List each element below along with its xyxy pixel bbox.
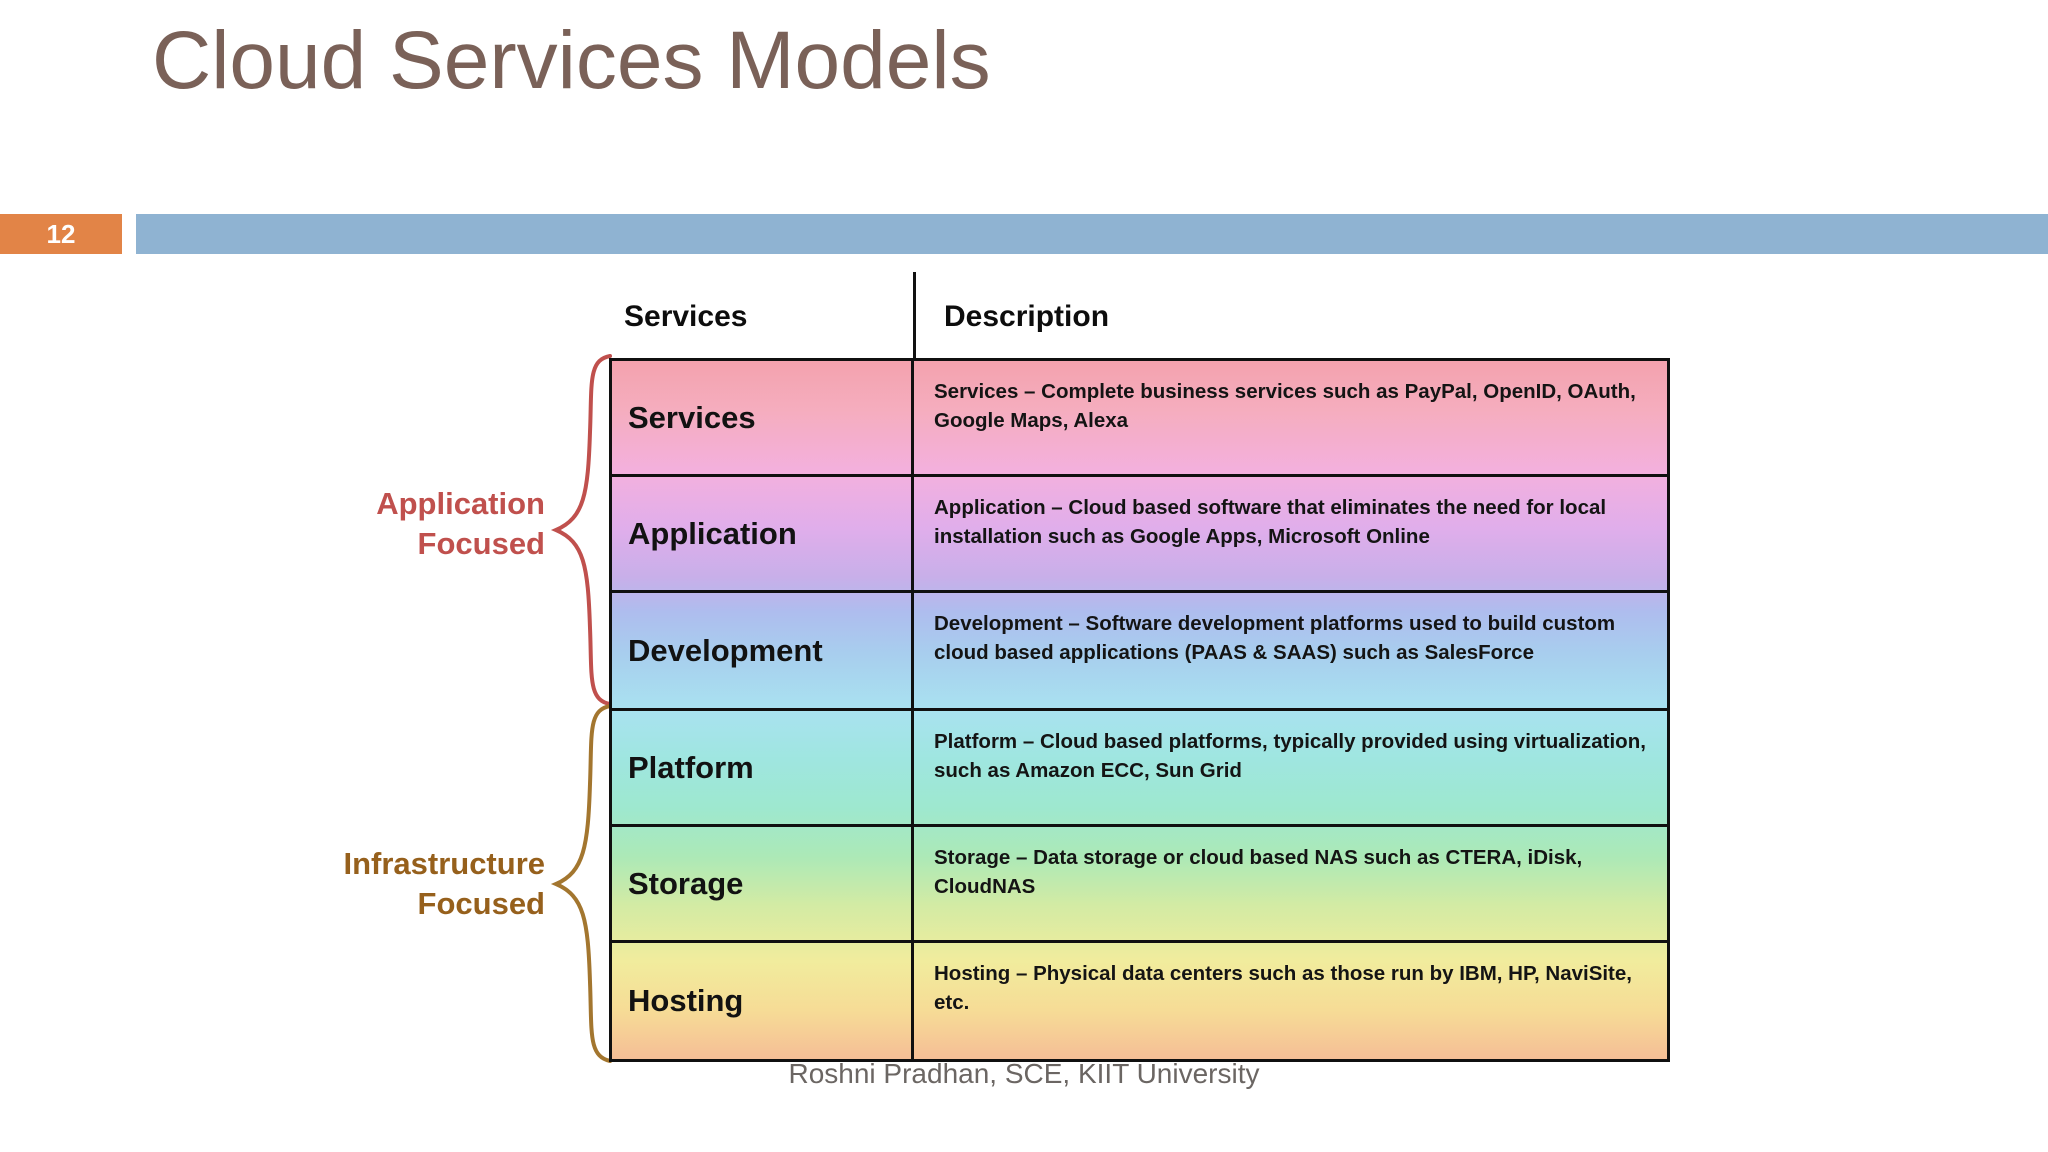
service-description-cell: Platform – Cloud based platforms, typica… bbox=[934, 730, 1646, 783]
service-name-cell: Hosting bbox=[612, 943, 914, 1059]
services-table: Services Services – Complete business se… bbox=[609, 358, 1670, 1062]
footer-attribution: Roshni Pradhan, SCE, KIIT University bbox=[788, 1058, 1260, 1089]
service-name-cell: Platform bbox=[612, 711, 914, 824]
column-header-services: Services bbox=[624, 300, 748, 333]
service-description-cell: Development – Software development platf… bbox=[934, 612, 1616, 665]
table-row: Services Services – Complete business se… bbox=[612, 361, 1667, 477]
table-row: Hosting Hosting – Physical data centers … bbox=[612, 943, 1667, 1059]
header-banner-bar bbox=[136, 214, 2048, 254]
page-number-badge: 12 bbox=[0, 214, 122, 254]
service-name-cell: Application bbox=[612, 477, 914, 590]
group-label-infrastructure-focused: Infrastructure Focused bbox=[343, 846, 545, 921]
cloud-services-diagram: Services Description Application Focused… bbox=[0, 262, 2048, 1082]
application-focused-brace-icon bbox=[550, 354, 612, 706]
table-row: Platform Platform – Cloud based platform… bbox=[612, 711, 1667, 827]
service-name-cell: Storage bbox=[612, 827, 914, 940]
service-description-cell: Application – Cloud based software that … bbox=[934, 496, 1607, 549]
service-name-cell: Services bbox=[612, 361, 914, 474]
page-title: Cloud Services Models bbox=[152, 15, 991, 106]
table-row: Development Development – Software devel… bbox=[612, 593, 1667, 711]
service-description-cell: Storage – Data storage or cloud based NA… bbox=[934, 846, 1583, 899]
infrastructure-focused-brace-icon bbox=[550, 704, 612, 1063]
service-description-cell: Hosting – Physical data centers such as … bbox=[934, 962, 1632, 1015]
service-name-cell: Development bbox=[612, 593, 914, 708]
column-header-description: Description bbox=[944, 300, 1110, 333]
table-row: Application Application – Cloud based so… bbox=[612, 477, 1667, 593]
group-label-application-focused: Application Focused bbox=[376, 486, 545, 561]
service-description-cell: Services – Complete business services su… bbox=[934, 380, 1636, 433]
header-divider bbox=[913, 272, 916, 360]
table-row: Storage Storage – Data storage or cloud … bbox=[612, 827, 1667, 943]
